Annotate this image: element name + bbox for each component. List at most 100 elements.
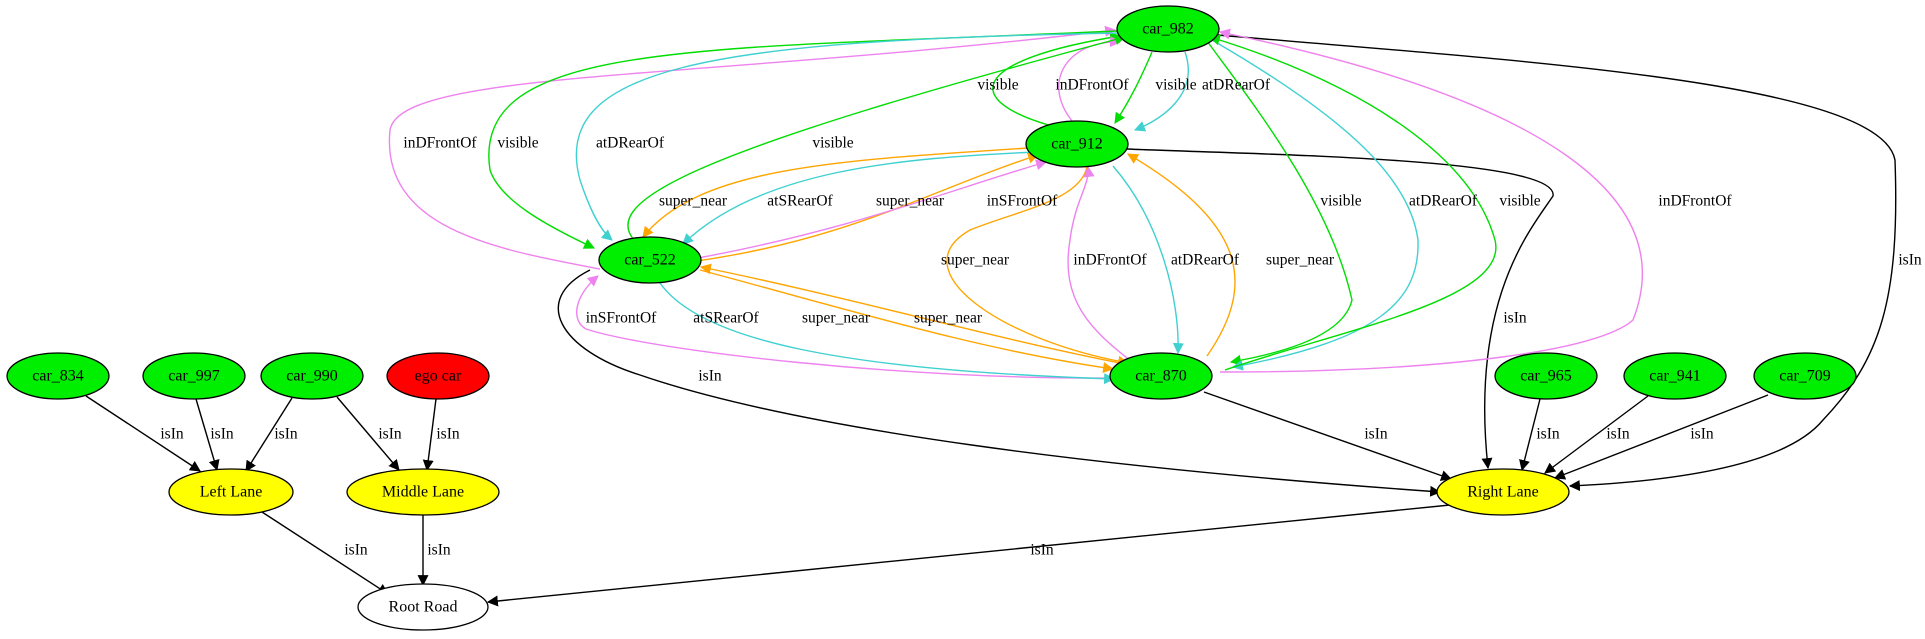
- edge-car_522-right_lane-isIn: [557, 269, 1442, 497]
- node-ellipse: [142, 352, 246, 400]
- edge-label: inDFrontOf: [1658, 193, 1732, 210]
- edge-car_522-car_982-visible: [627, 34, 1127, 241]
- edge-car_522-car_870-super_near: [699, 269, 1115, 374]
- node-ellipse: [6, 352, 110, 400]
- edge-label: visible: [977, 77, 1018, 94]
- node-label: car_522: [624, 252, 676, 269]
- edge-car_834-left_lane-isIn: [85, 395, 201, 472]
- edge-car_870-car_982-inDFrontOf: [1218, 28, 1643, 373]
- edge-car_982-right_lane-isIn: [1217, 34, 1897, 492]
- node-car-965[interactable]: car_965: [1494, 352, 1598, 400]
- edge-label-layer: isIn isIn isIn isIn isIn isIn isIn isIn isIn isIn…: [160, 77, 1922, 559]
- edge-right_lane-root_road-isIn: [486, 504, 1451, 607]
- node-label: Root Road: [389, 599, 458, 616]
- node-ellipse: [357, 583, 489, 631]
- edge-label: atDRearOf: [1171, 252, 1240, 269]
- node-car-990[interactable]: car_990: [260, 352, 364, 400]
- edge-label: visible: [1155, 77, 1196, 94]
- edge-label: isIn: [210, 426, 234, 443]
- edge-car_982-car_522-visible: [488, 30, 1118, 249]
- node-car-870[interactable]: car_870: [1109, 352, 1213, 400]
- edge-car_870-right_lane-isIn: [1203, 391, 1453, 481]
- edge-car_990-left_lane-isIn: [245, 397, 293, 472]
- edge-car_522-car_912-inSFrontOf: [697, 159, 1048, 259]
- node-middle-lane[interactable]: Middle Lane: [346, 468, 500, 516]
- edge-label: inDFrontOf: [403, 135, 477, 152]
- node-label: car_997: [168, 368, 220, 385]
- node-car-912[interactable]: car_912: [1025, 120, 1129, 168]
- edge-label: isIn: [1898, 252, 1922, 269]
- node-car-709[interactable]: car_709: [1753, 352, 1857, 400]
- node-ego-car[interactable]: ego car: [386, 352, 490, 400]
- node-label: ego car: [415, 368, 462, 385]
- edge-car_941-right_lane-isIn: [1544, 395, 1649, 474]
- node-label: Left Lane: [200, 484, 263, 501]
- edge-label: inSFrontOf: [987, 193, 1058, 210]
- edge-car_990-middle_lane-isIn: [336, 396, 400, 471]
- node-ellipse: [1436, 468, 1570, 516]
- node-label: Middle Lane: [382, 484, 464, 501]
- node-ellipse: [1494, 352, 1598, 400]
- edge-car_709-right_lane-isIn: [1553, 394, 1769, 480]
- edge-car_870-car_912-inDFrontOf: [1067, 165, 1136, 365]
- node-car-941[interactable]: car_941: [1623, 352, 1727, 400]
- node-root-road[interactable]: Root Road: [357, 583, 489, 631]
- edge-label: isIn: [274, 426, 298, 443]
- edge-label: isIn: [427, 542, 451, 559]
- node-car-997[interactable]: car_997: [142, 352, 246, 400]
- node-right-lane[interactable]: Right Lane: [1436, 468, 1570, 516]
- node-car-834[interactable]: car_834: [6, 352, 110, 400]
- edge-car_982-car_870-atDRearOf: [1211, 39, 1419, 371]
- edge-car_912-car_870-super_near: [946, 166, 1130, 367]
- edge-label: isIn: [1503, 310, 1527, 327]
- node-car-982[interactable]: car_982: [1116, 5, 1220, 53]
- node-ellipse: [260, 352, 364, 400]
- node-left-lane[interactable]: Left Lane: [168, 468, 294, 516]
- edge-label: isIn: [378, 426, 402, 443]
- edge-label: visible: [812, 135, 853, 152]
- node-ellipse: [598, 236, 702, 284]
- edge-label: super_near: [941, 252, 1010, 269]
- edge-car_912-car_522-atSRearOf: [682, 151, 1037, 245]
- node-label: car_941: [1649, 368, 1701, 385]
- edge-label: inSFrontOf: [586, 310, 657, 327]
- edge-label: super_near: [1266, 252, 1335, 269]
- edge-label: super_near: [876, 193, 945, 210]
- edge-label: isIn: [698, 368, 722, 385]
- edge-label: isIn: [1536, 426, 1560, 443]
- node-ellipse: [1753, 352, 1857, 400]
- edge-ego_car-middle_lane-isIn: [422, 398, 437, 472]
- edge-label: atSRearOf: [767, 193, 833, 210]
- edge-label: visible: [1499, 193, 1540, 210]
- node-ellipse: [1109, 352, 1213, 400]
- edge-car_982-car_870-visible: [1206, 40, 1353, 366]
- node-label: car_709: [1779, 368, 1831, 385]
- edge-label: atDRearOf: [1409, 193, 1478, 210]
- edge-label: atDRearOf: [596, 135, 665, 152]
- edge-label: super_near: [659, 193, 728, 210]
- edge-label: isIn: [1606, 426, 1630, 443]
- edge-car_870-car_912-super_near: [1127, 153, 1236, 357]
- edge-left_lane-root_road-isIn: [261, 511, 389, 595]
- edge-label: isIn: [1690, 426, 1714, 443]
- edge-car_912-right_lane-isIn: [1126, 148, 1554, 470]
- node-ellipse: [386, 352, 490, 400]
- node-label: Right Lane: [1467, 484, 1539, 501]
- edge-layer: [85, 25, 1897, 607]
- edge-car_522-car_982-inDFrontOf: [388, 25, 1117, 270]
- edge-car_912-car_522-super_near: [642, 147, 1029, 238]
- edge-car_982-car_912-visible: [1114, 51, 1153, 124]
- edge-car_997-left_lane-isIn: [195, 398, 220, 472]
- node-ellipse: [168, 468, 294, 516]
- node-layer: car_982 car_912 car_522 car_870 car_834 car_9…: [6, 5, 1857, 631]
- edge-car_982-car_912-atDRearOf: [1133, 51, 1189, 132]
- edge-label: super_near: [802, 310, 871, 327]
- node-car-522[interactable]: car_522: [598, 236, 702, 284]
- edge-label: isIn: [436, 426, 460, 443]
- edge-label: isIn: [1364, 426, 1388, 443]
- node-ellipse: [1025, 120, 1129, 168]
- node-ellipse: [1116, 5, 1220, 53]
- edge-car_912-car_982-visible: [992, 32, 1122, 127]
- node-label: car_870: [1135, 368, 1187, 385]
